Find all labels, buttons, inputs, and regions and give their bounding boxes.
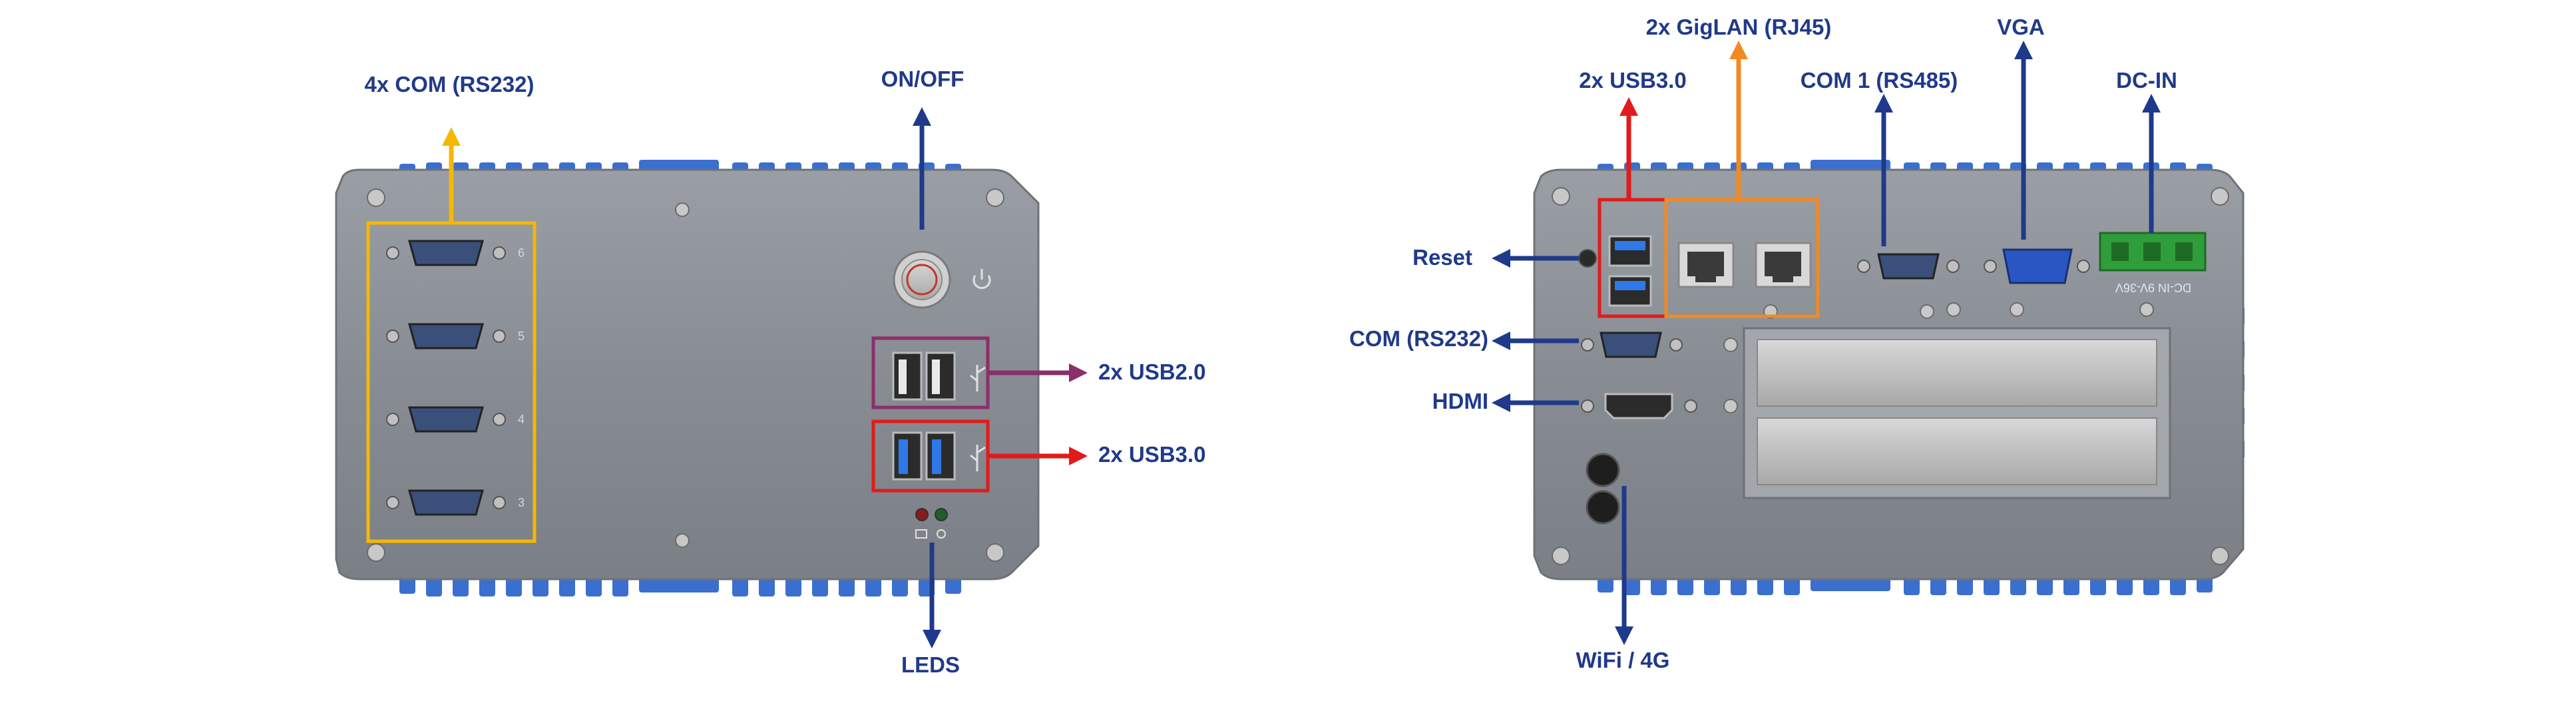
com-port-numbers: 6 5 4 3 <box>518 246 525 509</box>
rear-com-rs232-port <box>1581 332 1683 358</box>
dcin-text: DC-IN 9V-36V <box>2115 281 2191 294</box>
com-port-number-5: 5 <box>518 330 525 343</box>
label-front-usb2: 2x USB2.0 <box>1098 359 1206 384</box>
label-leds: LEDS <box>901 652 961 677</box>
com1-rs485-port <box>1857 253 1960 280</box>
antenna-holes <box>1586 453 1620 525</box>
giglan-highlight-box <box>1664 198 1820 318</box>
front-screws <box>367 188 1004 562</box>
front-chassis <box>335 168 1040 581</box>
com-port-3 <box>386 489 506 516</box>
label-dcin: DC-IN <box>2116 68 2177 93</box>
vga-port <box>1984 248 2090 284</box>
label-front-com: 4x COM (RS232) <box>364 72 535 97</box>
rear-screws <box>1552 187 2229 565</box>
front-usb2-ports <box>892 352 956 401</box>
front-panel: 6 5 4 3 <box>335 107 1088 648</box>
power-button <box>893 250 951 309</box>
com-port-4 <box>386 406 506 433</box>
rj45-ports <box>1677 242 1812 288</box>
com-port-number-6: 6 <box>518 246 525 260</box>
front-usb3-ports <box>892 431 956 481</box>
reset-button <box>1578 249 1597 268</box>
com-port-5 <box>386 323 506 350</box>
label-com1-rs485: COM 1 (RS485) <box>1800 68 1958 93</box>
label-reset: Reset <box>1412 245 1472 270</box>
expansion-slots <box>1743 327 2171 499</box>
dcin-terminal <box>2099 232 2207 272</box>
com-port-number-4: 4 <box>518 413 525 426</box>
label-front-usb3: 2x USB3.0 <box>1098 442 1206 467</box>
front-com-ports <box>386 240 506 516</box>
power-symbol-icon <box>972 269 991 290</box>
label-vga: VGA <box>1997 15 2045 39</box>
com-port-number-3: 3 <box>518 496 525 509</box>
com-port-6 <box>386 240 506 266</box>
usb-symbol-icon <box>970 365 986 471</box>
hdmi-port <box>1581 393 1697 419</box>
label-rear-usb3: 2x USB3.0 <box>1579 68 1687 93</box>
status-leds <box>915 508 948 539</box>
rear-usb3-ports <box>1608 235 1652 307</box>
label-wifi-4g: WiFi / 4G <box>1576 648 1670 672</box>
label-com-rs232: COM (RS232) <box>1349 326 1488 351</box>
label-onoff: ON/OFF <box>881 67 965 91</box>
label-hdmi: HDMI <box>1432 389 1488 413</box>
rear-panel: DC-IN 9V-36V <box>1492 41 2245 645</box>
label-giglan: 2x GigLAN (RJ45) <box>1645 15 1832 39</box>
